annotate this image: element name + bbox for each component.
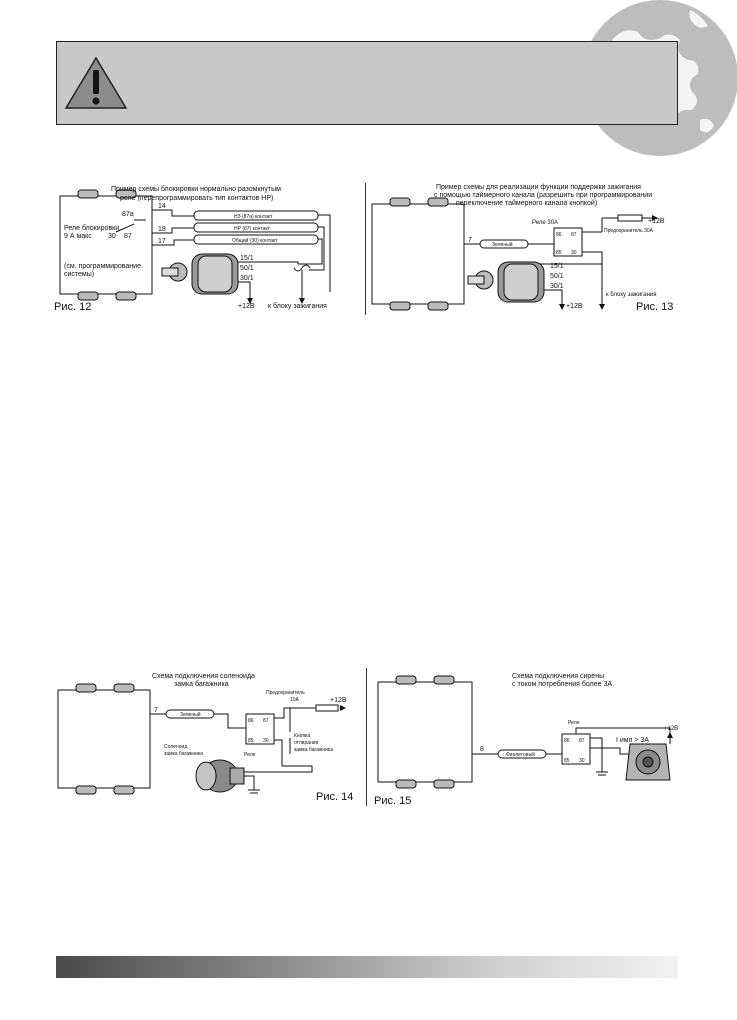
svg-text:86: 86 [248,718,254,724]
fig12-sw-15: 15/1 [240,255,254,262]
divider [366,668,367,806]
fig13-sw-15: 15/1 [550,263,564,270]
fig12-title-2: реле (перепрограммировать тип контактов … [120,195,273,202]
fig15-caption: Рис. 15 [374,795,411,807]
fig15-title-1: Схема подключения сирены [512,673,604,680]
fig14-solenoid-1: Соленоид [164,744,187,750]
contact-nz: НЗ (87а) контакт [234,214,273,220]
wire-17: 17 [158,238,166,245]
figure-13: Пример схемы для реализации функции подд… [368,180,680,315]
fig14-button-3: замка багажника [294,747,333,753]
warning-icon [64,56,128,109]
fig13-title-3: переключение таймерного канала кнопкой) [456,199,597,207]
contact-nr: НР (87) контакт [234,226,271,232]
warning-box [56,41,678,125]
svg-text:30: 30 [579,758,585,764]
fig13-to-ignition: к блоку зажигания [606,292,656,298]
fig15-title-2: с током потребления более 3А [512,680,612,688]
fig13-plus12: +12В [648,218,665,225]
fig13-title-2: с помощью таймерного канала (разрешить п… [434,191,652,199]
pin-87a: 87a [122,211,134,218]
fig14-title-1: Схема подключения соленоида [152,673,255,680]
svg-text:87: 87 [579,738,585,744]
fig14-plus12: +12В [330,697,347,704]
fig15-wire-8: 8 [480,746,484,753]
fig14-solenoid-2: замка багажника [164,751,203,757]
fig13-plus12-bottom: +12В [566,303,583,310]
svg-text:86: 86 [564,738,570,744]
svg-text:85: 85 [556,250,562,256]
fig15-relay: Реле [568,720,580,726]
diagram-fig14: Схема подключения соленоида замка багажн… [57,673,353,803]
diagram-fig12: Пример схемы блокировки нормально разомк… [54,185,331,313]
divider [365,183,366,315]
fig12-sw-50: 50/1 [240,265,254,272]
figure-15: Схема подключения сирены с током потребл… [370,668,680,808]
pin-87: 87 [124,233,132,240]
fig14-caption: Рис. 14 [316,791,353,803]
diagram-fig15: Схема подключения сирены с током потребл… [374,673,678,807]
svg-text:85: 85 [564,758,570,764]
fig13-fuse: Предохранитель 30А [604,228,654,234]
fig14-relay: Реле [244,752,256,758]
fig12-title-1: Пример схемы блокировки нормально разомк… [111,185,281,193]
svg-text:87: 87 [571,232,577,238]
fig14-wire-7: 7 [154,707,158,714]
figure-14: Схема подключения соленоида замка багажн… [54,668,359,808]
fig13-sw-30: 30/1 [550,283,564,290]
fig12-relay-label-2: 9 А макс [64,233,92,240]
svg-text:87: 87 [263,718,269,724]
fig12-note-1: (см. программирование [64,263,141,270]
fig14-wire-color: Зеленый [180,711,201,718]
fig12-plus12: +12В [238,303,255,310]
fig15-wire-color: Фиолетовый [506,751,535,758]
fig15-current: I имп > 3А [616,737,649,744]
footer-gradient-bar [56,956,678,978]
fig13-caption: Рис. 13 [636,301,673,313]
svg-text:30: 30 [571,250,577,256]
fig12-to-ignition: к блоку зажигания [268,302,327,310]
fig12-relay-label-1: Реле блокировки [64,224,119,232]
fig14-button-2: отпирания [294,740,319,746]
fig13-wire-7: 7 [468,237,472,244]
fig13-relay: Реле 30А [532,220,558,226]
fig14-button-1: Кнопка [294,733,310,739]
fig13-wire-color: Зеленый [492,241,513,248]
fig12-sw-30: 30/1 [240,275,254,282]
wire-18: 18 [158,226,166,233]
svg-text:86: 86 [556,232,562,238]
pin-30: 30 [108,233,116,240]
svg-text:30: 30 [263,738,269,744]
fig13-title-1: Пример схемы для реализации функции подд… [436,184,641,191]
fig13-sw-50: 50/1 [550,273,564,280]
diagram-fig13: Пример схемы для реализации функции подд… [371,184,673,313]
fig12-caption: Рис. 12 [54,301,91,313]
svg-text:85: 85 [248,738,254,744]
figure-12: Пример схемы блокировки нормально разомк… [54,180,359,315]
fig14-title-2: замка багажника [174,680,229,688]
fig14-fuse-2: 10А [290,697,300,703]
fig12-note-2: системы) [64,271,94,278]
fig15-plus12: +12В [664,726,678,732]
wire-14: 14 [158,203,166,210]
fig14-fuse-1: Предохранитель [266,690,305,696]
contact-common: Общий (30) контакт [232,237,278,244]
